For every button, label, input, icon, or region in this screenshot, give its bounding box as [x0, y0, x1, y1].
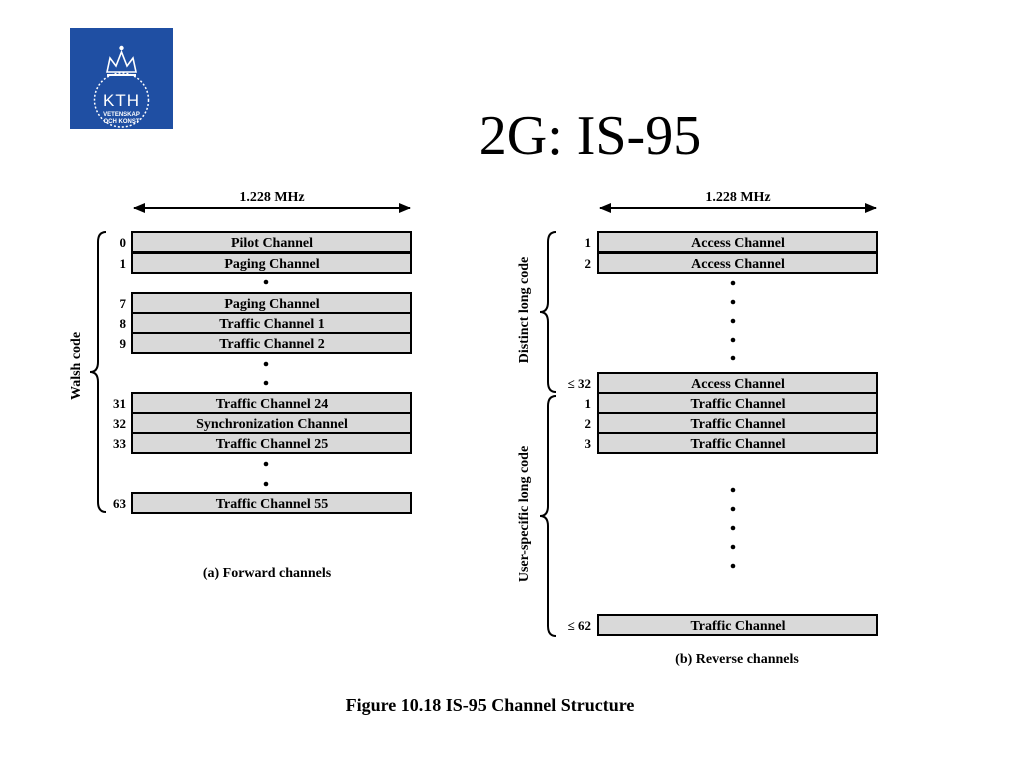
ellipsis-dot	[730, 563, 736, 569]
logo-wordmark: KTH	[103, 91, 140, 110]
reverse-bandwidth-label: 1.228 MHz	[705, 190, 770, 205]
forward-row: 63 Traffic Channel 55	[113, 492, 412, 514]
walsh-code-number: 31	[113, 396, 126, 411]
reverse-channel-label: Access Channel	[691, 377, 785, 392]
forward-channel-label: Synchronization Channel	[196, 417, 348, 432]
walsh-code-number: 0	[120, 235, 127, 250]
forward-channels-panel: 1.228 MHz Walsh code 0 Pilot Channel 1 P…	[69, 190, 412, 581]
reverse-caption: (b) Reverse channels	[675, 652, 799, 667]
reverse-channel-box	[597, 252, 878, 274]
forward-channel-label: Paging Channel	[224, 297, 319, 312]
ellipsis-dot	[730, 506, 736, 512]
ellipsis-dot	[263, 279, 269, 285]
forward-caption: (a) Forward channels	[203, 566, 332, 581]
reverse-row: ≤ 32 Access Channel	[568, 372, 878, 394]
reverse-row: 1 Access Channel	[585, 231, 878, 253]
logo-subtitle-line1: VETENSKAP	[103, 112, 140, 118]
walsh-code-number: 1	[120, 256, 127, 271]
forward-bandwidth-label: 1.228 MHz	[239, 190, 304, 205]
slide-title: 2G: IS-95	[478, 104, 702, 167]
walsh-code-number: 7	[120, 296, 127, 311]
forward-row: 31 Traffic Channel 24	[113, 392, 412, 414]
ellipsis-dot	[730, 355, 736, 361]
forward-channel-box	[131, 332, 412, 354]
ellipsis-dot	[730, 544, 736, 550]
reverse-code-number: 2	[585, 256, 592, 271]
reverse-code-number: ≤ 32	[568, 376, 591, 391]
ellipsis-dot	[263, 481, 269, 487]
forward-walsh-brace	[89, 231, 107, 513]
ellipsis-dot	[263, 380, 269, 386]
reverse-channel-box	[597, 432, 878, 454]
ellipsis-dot	[730, 318, 736, 324]
distinct-long-code-brace	[539, 231, 557, 393]
ellipsis-dot	[730, 299, 736, 305]
reverse-row: 2 Access Channel	[585, 252, 878, 274]
walsh-code-label: Walsh code	[69, 332, 84, 400]
reverse-channel-label: Traffic Channel	[690, 397, 785, 412]
walsh-code-number: 33	[113, 436, 127, 451]
forward-channel-label: Traffic Channel 2	[219, 337, 325, 352]
user-specific-long-code-brace	[539, 395, 557, 637]
forward-channel-box	[131, 432, 412, 454]
walsh-code-number: 63	[113, 496, 127, 511]
walsh-code-number: 9	[120, 336, 127, 351]
reverse-channel-label: Traffic Channel	[690, 619, 785, 634]
reverse-channel-label: Access Channel	[691, 257, 785, 272]
forward-row: 32 Synchronization Channel	[113, 412, 412, 434]
reverse-code-number: 3	[585, 436, 592, 451]
crown-emblem-icon	[93, 45, 150, 128]
reverse-code-number: 2	[585, 416, 592, 431]
forward-channel-label: Pilot Channel	[231, 236, 313, 251]
user-specific-long-code-label: User-specific long code	[517, 446, 532, 582]
reverse-row: 3 Traffic Channel	[585, 432, 878, 454]
forward-channel-label: Traffic Channel 1	[219, 317, 325, 332]
forward-channel-box	[131, 252, 412, 274]
reverse-channels-panel: 1.228 MHz Distinct long code User-specif…	[517, 190, 878, 667]
ellipsis-dot	[730, 487, 736, 493]
reverse-channel-label: Access Channel	[691, 236, 785, 251]
forward-row: 9 Traffic Channel 2	[120, 332, 412, 354]
reverse-code-number: 1	[585, 235, 592, 250]
forward-row: 1 Paging Channel	[120, 252, 412, 274]
forward-row: 8 Traffic Channel 1	[120, 312, 412, 334]
reverse-code-number: ≤ 62	[568, 618, 591, 633]
ellipsis-dot	[730, 280, 736, 286]
figure-caption: Figure 10.18 IS-95 Channel Structure	[345, 695, 635, 715]
reverse-channel-label: Traffic Channel	[690, 417, 785, 432]
reverse-row: ≤ 62 Traffic Channel	[568, 614, 878, 636]
walsh-code-number: 32	[113, 416, 126, 431]
forward-channel-box	[131, 492, 412, 514]
reverse-row: 1 Traffic Channel	[585, 392, 878, 414]
forward-row: 0 Pilot Channel	[120, 231, 412, 253]
ellipsis-dot	[730, 525, 736, 531]
logo-subtitle-line2: OCH KONST	[103, 119, 140, 125]
kth-logo: KTH VETENSKAP OCH KONST	[70, 28, 173, 129]
ellipsis-dot	[263, 461, 269, 467]
reverse-row: 2 Traffic Channel	[585, 412, 878, 434]
ellipsis-dot	[263, 361, 269, 367]
forward-channel-label: Traffic Channel 55	[216, 497, 329, 512]
forward-channel-label: Traffic Channel 24	[216, 397, 329, 412]
forward-row: 7 Paging Channel	[120, 292, 412, 314]
walsh-code-number: 8	[120, 316, 127, 331]
reverse-code-number: 1	[585, 396, 592, 411]
forward-row: 33 Traffic Channel 25	[113, 432, 412, 454]
forward-channel-label: Traffic Channel 25	[216, 437, 329, 452]
reverse-channel-label: Traffic Channel	[690, 437, 785, 452]
forward-channel-label: Paging Channel	[224, 257, 319, 272]
reverse-channel-box	[597, 614, 878, 636]
distinct-long-code-label: Distinct long code	[517, 257, 532, 364]
ellipsis-dot	[730, 337, 736, 343]
